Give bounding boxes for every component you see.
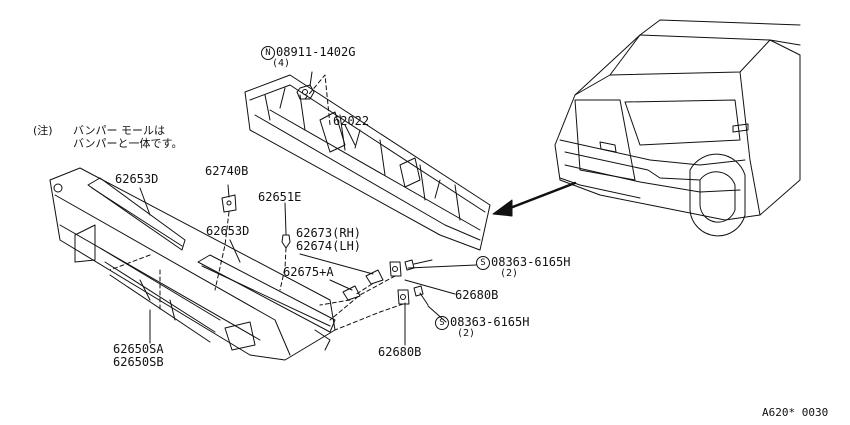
screw-upper [404,259,433,271]
bracket-62740b [221,194,237,213]
note-line2: バンパーと一体です。 [73,137,183,150]
direction-arrow [492,181,577,217]
note-prefix: (注) [33,124,53,137]
label-bracket: 62740B [205,164,249,178]
screw-lower [413,285,429,306]
label-bumper-sb: 62650SB [113,355,164,369]
stay-62673-62674 [365,269,384,285]
stay-62675a [342,285,361,301]
label-reinforcement: 62022 [333,114,370,128]
screw-upper-symbol: S [476,256,490,270]
van-illustration [554,19,801,237]
label-nut-qty: (4) [272,58,291,69]
label-clip: 62651E [258,190,302,204]
label-retainer-lower: 62680B [378,345,422,359]
label-stay-lh: 62674(LH) [296,239,362,253]
bumper-reinforcement [244,74,491,251]
clip-62651e [281,234,291,249]
nut-symbol: N [261,46,275,60]
label-bumper-sa: 62650SA [113,342,164,356]
label-molding-lower: 62653D [206,224,250,238]
nut-code: 08911-1402G [276,45,356,59]
retainer-lower [397,289,410,305]
label-screw-upper-qty: (2) [500,268,519,279]
bumper-molding-upper [87,177,186,251]
label-stay-rh: 62673(RH) [296,226,362,240]
assembly-guide-lines [109,74,404,331]
note-line1: バンパー モールは [73,124,166,137]
retainer-upper [389,261,402,277]
leader-lines [139,71,477,346]
label-molding-upper: 62653D [115,172,159,186]
screw-lower-code: 08363-6165H [450,315,530,329]
label-retainer-upper: 62680B [455,288,499,302]
screw-lower-symbol: S [435,316,449,330]
diagram-reference-code: A620* 0030 [762,406,829,419]
label-screw-lower-qty: (2) [457,328,476,339]
label-stay-a: 62675+A [283,265,334,279]
screw-upper-code: 08363-6165H [491,255,571,269]
bumper-molding-lower [197,254,336,333]
